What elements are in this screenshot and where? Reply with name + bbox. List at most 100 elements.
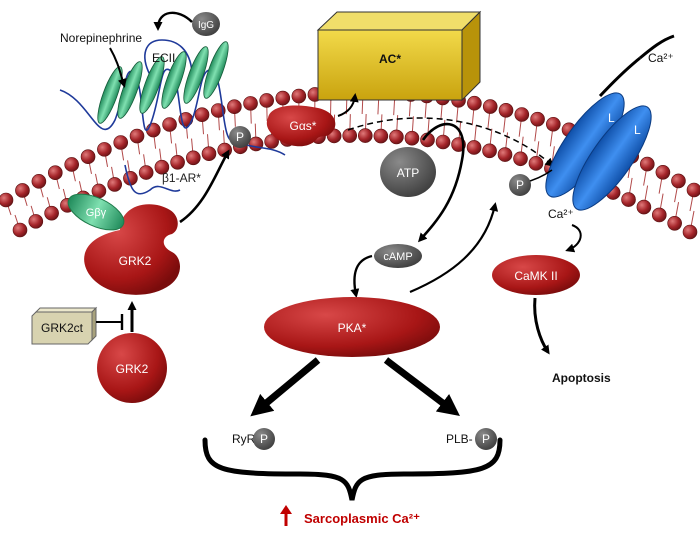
- b1ar-label: β1-AR*: [162, 171, 201, 185]
- atp-label: ATP: [397, 166, 419, 180]
- lipid-head: [357, 128, 373, 143]
- lipid-head: [513, 151, 528, 167]
- pka-label: PKA*: [338, 321, 367, 335]
- apoptosis-label: Apoptosis: [552, 371, 611, 385]
- ryr-phospho: P: [253, 428, 275, 450]
- ca-to-camk-arrow: [565, 224, 582, 253]
- p-receptor-label: P: [236, 130, 244, 144]
- pka-to-ryr-arrow: [250, 357, 321, 417]
- lipid-head: [651, 207, 667, 223]
- lipid-head: [31, 174, 47, 189]
- grk2-to-receptor-arrow: [179, 149, 230, 224]
- lipid-head: [636, 199, 652, 215]
- lipid-head: [44, 205, 59, 221]
- lipid-head: [466, 140, 482, 155]
- camk-ii: CaMK II: [492, 255, 580, 295]
- grk2ct-inhibitor: GRK2ct: [31, 306, 98, 345]
- lipid-head: [47, 165, 63, 180]
- grk2-free: GRK2: [97, 333, 167, 403]
- lipid-head: [15, 183, 30, 198]
- receptor-helix: [203, 41, 229, 99]
- receptor-helix: [183, 46, 209, 104]
- lipid-head: [275, 90, 291, 106]
- atp-to-camp-arrow: [417, 122, 465, 243]
- g-beta-gamma: Gβγ: [67, 193, 125, 231]
- lipid-head: [227, 99, 242, 115]
- beta1-adrenergic-receptor: β1-AR*: [59, 39, 286, 195]
- ac-label: AC*: [379, 52, 401, 66]
- lipid-head: [404, 130, 420, 146]
- lipid-head: [154, 159, 170, 175]
- lipid-head: [498, 103, 514, 118]
- lipid-head: [530, 111, 545, 127]
- lipid-head: [248, 136, 264, 152]
- lipid-head: [342, 128, 358, 143]
- adenylyl-cyclase: AC*: [316, 10, 482, 102]
- lipid-head: [217, 142, 232, 158]
- pka-to-channel-arrow: [409, 202, 499, 294]
- gas-to-ac-arrow: [337, 93, 359, 117]
- lipid-head: [113, 135, 129, 150]
- grk2ct-label: GRK2ct: [41, 321, 84, 335]
- increase-arrow-icon: [280, 505, 292, 526]
- lipid-head: [201, 146, 217, 162]
- lipid-head: [667, 215, 682, 231]
- lipid-head: [194, 107, 210, 123]
- ryr-label: RyR-: [232, 432, 259, 446]
- lipid-head: [546, 116, 561, 132]
- lipid-head: [528, 156, 544, 171]
- gby-label: Gβγ: [86, 207, 107, 219]
- igg-label: IgG: [198, 20, 214, 31]
- ca-inner-label: Ca²⁺: [548, 207, 574, 221]
- lipid-head: [259, 93, 274, 108]
- p-channel-label: P: [516, 178, 524, 192]
- lipid-head: [170, 154, 185, 170]
- lipid-head: [671, 173, 686, 189]
- norepinephrine-label: Norepinephrine: [60, 31, 142, 45]
- lipid-head: [514, 107, 530, 122]
- l1-label: L: [608, 111, 615, 125]
- lipid-head: [435, 134, 451, 150]
- plb-p-label: P: [482, 432, 490, 446]
- grk2-bound-label: GRK2: [119, 254, 152, 268]
- lipid-head: [138, 165, 154, 180]
- lipid-head: [467, 95, 482, 111]
- plb-label: PLB-: [446, 432, 473, 446]
- camk-to-apoptosis-arrow: [533, 297, 550, 355]
- ca-top-label: Ca²⁺: [648, 51, 674, 65]
- l-type-calcium-channel: L L: [545, 34, 675, 211]
- lipid-head: [497, 147, 513, 162]
- norepinephrine-arrow: [109, 47, 127, 88]
- lipid-head: [28, 214, 44, 229]
- pka-to-plb-arrow: [383, 357, 460, 417]
- lipid-head: [682, 224, 698, 240]
- lipid-head: [162, 117, 177, 132]
- lipid-head: [64, 157, 79, 172]
- lipid-head: [655, 164, 671, 180]
- camp-to-pka-arrow: [350, 254, 373, 298]
- lipid-head: [389, 129, 404, 145]
- lipid-head: [97, 142, 112, 157]
- igg-antibody: IgG: [192, 12, 220, 36]
- lipid-head: [291, 88, 307, 104]
- pka: PKA*: [264, 297, 440, 357]
- plb-phospho: P: [475, 428, 497, 450]
- lipid-head: [185, 150, 201, 166]
- igg-arrow: [153, 11, 193, 31]
- lipid-head: [0, 192, 14, 208]
- lipid-head: [482, 143, 497, 159]
- grk2-bound: GRK2: [84, 204, 180, 295]
- ryr-p-label: P: [260, 432, 268, 446]
- l2-label: L: [634, 123, 641, 137]
- g-alpha-s: Gαs*: [266, 105, 336, 147]
- gas-to-channel-arrow: [347, 117, 555, 167]
- camk-label: CaMK II: [514, 269, 557, 283]
- camp-label: cAMP: [383, 251, 412, 263]
- receptor-phospho: P: [229, 126, 251, 148]
- lipid-head: [373, 128, 389, 144]
- receptor-helix: [139, 56, 165, 114]
- lipid-head: [243, 96, 258, 111]
- receptor-helix: [161, 51, 187, 109]
